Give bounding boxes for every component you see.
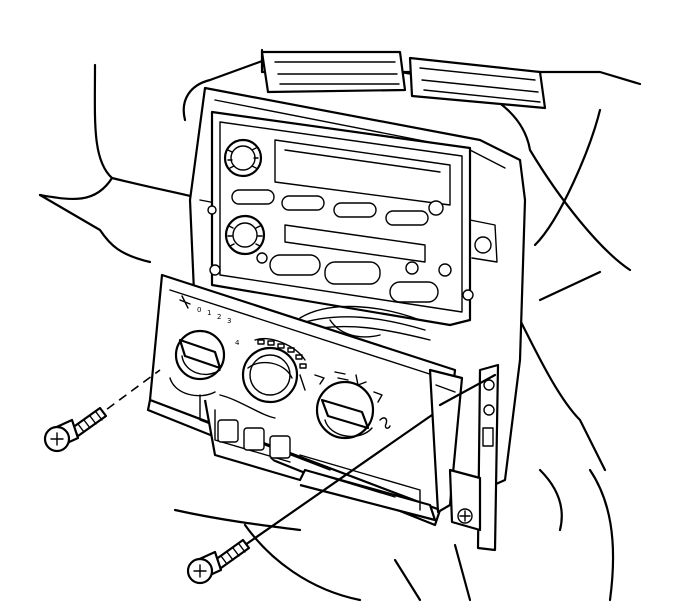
radio-receiver [207,110,498,327]
radio-volume-knob [223,138,263,178]
cassette-slot [284,224,426,263]
radio-preset-buttons [231,189,444,226]
lower-storage-bin [203,399,437,522]
lower-screw-guide-line [243,413,434,547]
temperature-knob [241,346,299,404]
right-guide-line [438,373,497,407]
radio-display-window [274,139,451,206]
screw-icon [43,406,108,453]
bracket-slot [482,427,494,447]
fan-speed-mark-3: 3 [227,317,231,325]
upper-mounting-screw [43,406,108,453]
fan-speed-knob [174,329,226,381]
mode-scale [314,371,391,429]
bilevel-mode-icon [334,371,349,381]
fan-speed-mark-1: 1 [207,309,211,317]
radio-tune-knob [224,214,266,256]
fan-speed-mark-4: 4 [235,339,240,347]
vent-mode-icon [314,374,325,385]
upper-screw-guide-line [94,369,161,419]
upper-air-vents [260,50,547,110]
bracket-hole-middle [483,404,495,416]
floor-mode-icon [355,374,367,386]
fastener-guide-lines [94,369,497,547]
radio-lower-buttons [209,252,474,303]
lower-mounting-screw [186,538,251,585]
temperature-scale [254,338,307,391]
right-mounting-bracket [448,363,500,552]
fan-speed-mark-2: 2 [217,313,221,321]
mode-knob [315,380,375,440]
defrost-icon [379,417,391,429]
fan-icon [179,295,191,309]
fan-speed-scale: 0 1 2 3 4 [179,295,240,347]
fan-speed-mark-0: 0 [197,306,201,314]
bracket-hole-upper [483,379,495,391]
defrost-floor-icon [373,391,383,403]
